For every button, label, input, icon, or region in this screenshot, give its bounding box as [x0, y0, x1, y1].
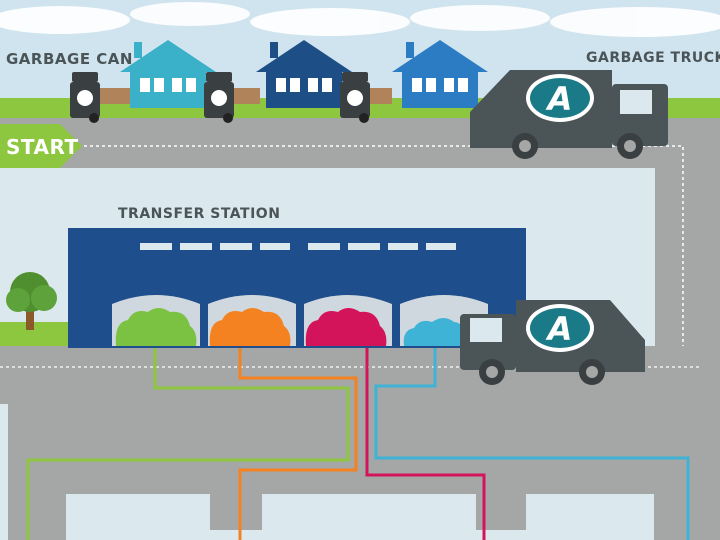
garbage-can-icon-3 [340, 72, 370, 123]
station-grass [0, 322, 70, 348]
start-label: START [6, 135, 79, 159]
truck-logo-top: A [545, 80, 573, 118]
truck-logo-station: A [545, 310, 573, 348]
garbage-can-icon-1 [70, 72, 100, 123]
garbage-can-icon-2 [204, 72, 234, 123]
garbage-truck-label: GARBAGE TRUCK [586, 50, 720, 66]
garbage-can-label: GARBAGE CAN [6, 50, 133, 68]
transfer-station-building [68, 228, 526, 348]
transfer-station-label: TRANSFER STATION [118, 206, 280, 222]
